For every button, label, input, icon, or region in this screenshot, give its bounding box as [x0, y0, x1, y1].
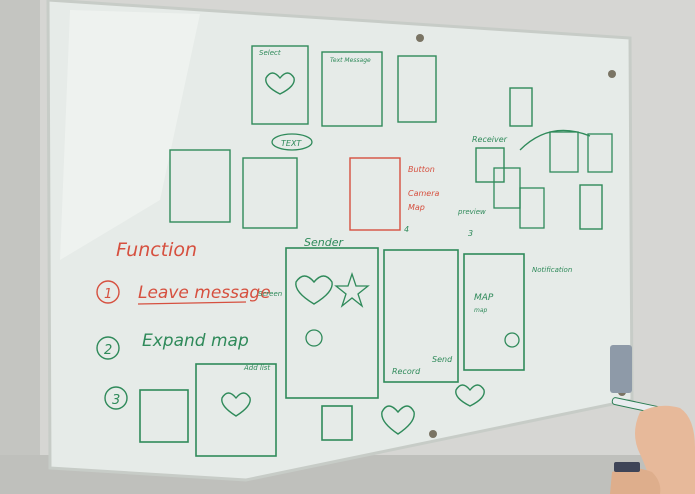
item3-number: 3 — [112, 393, 120, 408]
text-bubble-outline — [271, 133, 313, 151]
text-bubble-label: TEXT — [281, 139, 302, 148]
item1-underline — [137, 301, 247, 305]
map-label: MAP — [474, 293, 494, 303]
item2-circle — [96, 336, 120, 360]
map-note: Map — [408, 203, 425, 212]
item3-circle — [104, 386, 128, 410]
phone-in-hand — [614, 462, 640, 472]
button-note: Button — [408, 165, 435, 174]
heart-icon — [295, 275, 333, 305]
phone-wireframes — [139, 247, 525, 457]
notification-label: Notification — [532, 266, 572, 274]
text-message-frame-label: Text Message — [330, 57, 371, 64]
number-three: 3 — [468, 229, 473, 238]
glass-reflection — [60, 10, 200, 260]
wall-mount-icon — [608, 70, 616, 78]
function-title: Function — [116, 239, 197, 261]
item2-number: 2 — [104, 343, 112, 358]
heart-icon — [221, 392, 251, 417]
eraser — [610, 345, 632, 393]
add-label: Add list — [243, 364, 270, 372]
wall-shadow — [0, 0, 40, 494]
hand-lower — [610, 468, 661, 494]
screen-label: Screen — [258, 290, 282, 298]
preview-label: preview — [457, 208, 486, 216]
send-button-sketch: Send — [432, 355, 453, 364]
heart-icon — [381, 405, 415, 435]
wall-mount-icon — [429, 430, 437, 438]
number-four: 4 — [404, 225, 409, 234]
map-pin-icon — [305, 329, 323, 347]
camera-note: Camera — [408, 189, 439, 198]
add-circle-icon — [504, 332, 520, 348]
item1-circle — [96, 280, 120, 304]
item1-number: 1 — [104, 287, 112, 302]
top-sketch-frames — [169, 45, 603, 231]
heart-icon — [455, 384, 485, 407]
select-frame-label: Select — [259, 49, 281, 57]
star-icon — [334, 271, 370, 308]
map-small-label: map — [474, 307, 488, 314]
receiver-label: Receiver — [472, 135, 508, 144]
record-button-sketch: Record — [392, 367, 421, 376]
heart-icon — [265, 72, 295, 95]
item2-label: Expand map — [142, 331, 249, 351]
wall-mount-icon — [416, 34, 424, 42]
glass-board — [46, 0, 634, 482]
item1-label: Leave message — [138, 283, 271, 303]
receiver-sketches — [493, 129, 613, 229]
sender-label: Sender — [304, 236, 344, 249]
